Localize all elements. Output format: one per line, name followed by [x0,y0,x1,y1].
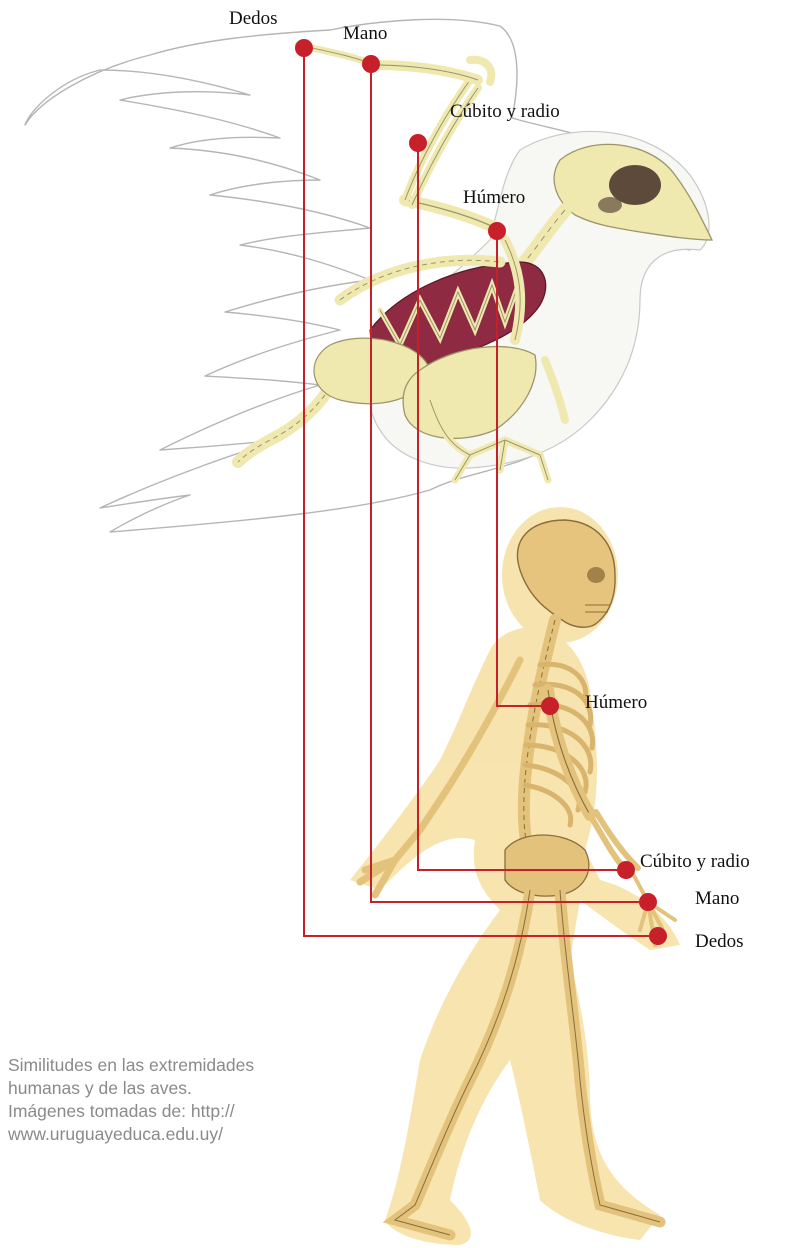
marker-bird-dedos [295,39,313,57]
label-human-humero: Húmero [585,693,647,712]
bird-skeleton-illustration [25,19,712,532]
human-pelvis [505,835,589,896]
marker-bird-cubito-radio [409,134,427,152]
label-human-mano: Mano [695,889,739,908]
label-human-cubito-radio: Cúbito y radio [640,852,750,871]
caption-line: Similitudes en las extremidades [8,1054,338,1077]
label-bird-dedos: Dedos [229,9,278,28]
label-bird-humero: Húmero [463,188,525,207]
figure-caption: Similitudes en las extremidades humanas … [8,1054,338,1146]
marker-bird-mano [362,55,380,73]
label-bird-mano: Mano [343,24,387,43]
caption-line: www.uruguayeduca.edu.uy/ [8,1123,338,1146]
caption-line: Imágenes tomadas de: http:// [8,1100,338,1123]
marker-bird-humero [488,222,506,240]
marker-human-humero [541,697,559,715]
label-bird-cubito-radio: Cúbito y radio [450,102,560,121]
marker-human-cubito-radio [617,861,635,879]
caption-line: humanas y de las aves. [8,1077,338,1100]
marker-human-dedos [649,927,667,945]
label-human-dedos: Dedos [695,932,744,951]
marker-human-mano [639,893,657,911]
